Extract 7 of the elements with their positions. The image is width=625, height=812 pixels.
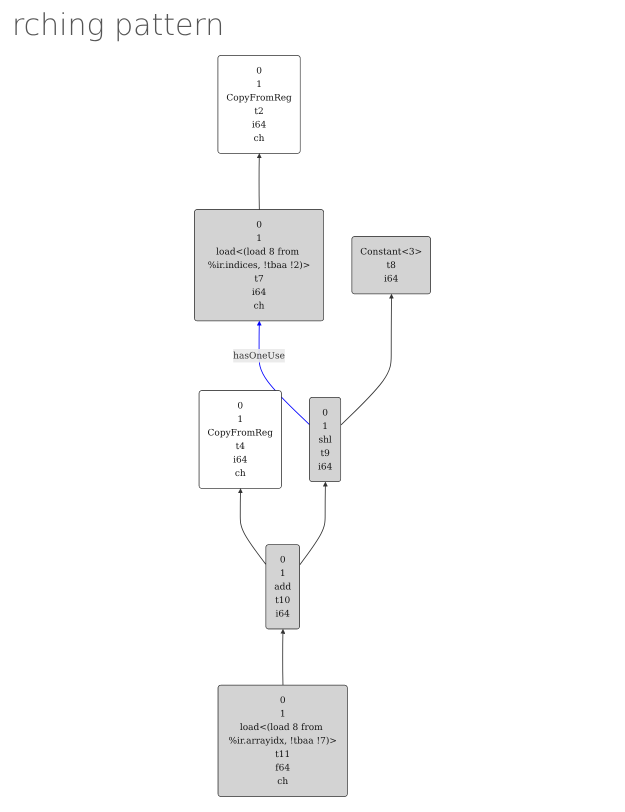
edge-label: hasOneUse: [233, 350, 285, 361]
arrow: [256, 153, 262, 210]
arrow: [238, 488, 267, 566]
arrow: [340, 294, 394, 426]
arrow: [299, 482, 328, 566]
title: rching pattern: [12, 8, 226, 43]
arrow: [280, 629, 286, 686]
